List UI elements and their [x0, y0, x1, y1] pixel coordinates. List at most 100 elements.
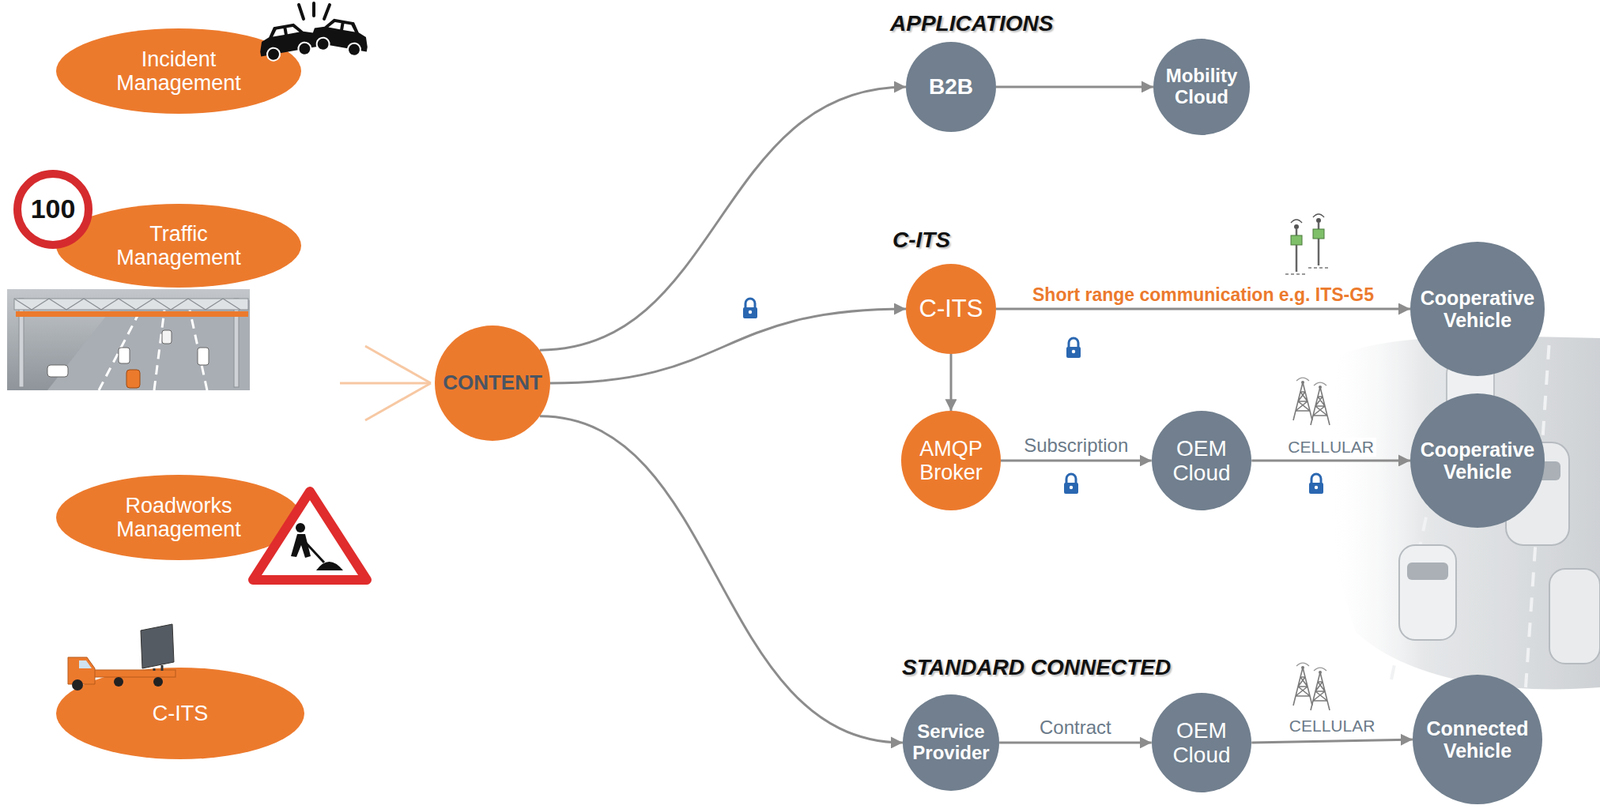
speed-sign — [17, 173, 89, 246]
roadworks-sign — [252, 491, 367, 581]
circle-node: AMQP Broker — [901, 411, 1000, 510]
node-label: CONTENT — [442, 371, 543, 395]
cellular-towers — [1293, 663, 1313, 706]
edge-label: Contract — [1037, 716, 1114, 740]
circle-node: Connected Vehicle — [1412, 675, 1543, 805]
highway-gantry-photo — [14, 298, 249, 310]
edge-label: Short range communication e.g. ITS-G5 — [1030, 284, 1377, 306]
node-label: Service Provider — [910, 721, 993, 765]
section-heading: C-ITS — [892, 227, 951, 253]
connector — [539, 416, 903, 744]
circle-node: Cooperative Vehicle — [1410, 393, 1545, 529]
c-its-trailer-icon — [79, 660, 92, 669]
crash-icon — [309, 15, 371, 58]
section-heading: STANDARD CONNECTED — [901, 655, 1171, 681]
ellipse-node: Traffic Management — [56, 203, 302, 288]
circle-node: OEM Cloud — [1151, 693, 1253, 794]
roadworks-sign — [290, 534, 311, 559]
ellipse-node: C-ITS — [56, 667, 305, 760]
its-g5-antennas — [1313, 229, 1325, 239]
highway-gantry-photo — [7, 289, 250, 391]
speed-sign — [17, 173, 89, 246]
ellipse-node: Incident Management — [56, 28, 302, 114]
input-arrow — [365, 383, 431, 421]
roadworks-sign — [316, 562, 344, 571]
c-its-trailer-icon — [154, 665, 163, 672]
connector — [1251, 459, 1411, 462]
edge-label: Subscription — [1021, 434, 1131, 457]
roadworks-sign — [252, 491, 367, 581]
circle-node: B2B — [905, 41, 997, 133]
node-label: Traffic Management — [91, 222, 266, 270]
lock-icons — [1066, 338, 1081, 359]
highway-gantry-photo — [126, 369, 140, 389]
cellular-towers — [1293, 377, 1330, 711]
section-heading: APPLICATIONS — [890, 11, 1053, 37]
lock-icons — [743, 298, 758, 319]
connector — [999, 741, 1152, 744]
c-its-trailer-icon — [113, 677, 124, 687]
edge-label: CELLULAR — [1285, 437, 1377, 457]
node-label: C-ITS — [152, 701, 209, 726]
connector — [949, 354, 952, 412]
its-g5-antennas — [1285, 267, 1329, 275]
node-label: Cooperative Vehicle — [1417, 286, 1539, 332]
circle-node: C-ITS — [905, 264, 997, 355]
traffic-photo — [1328, 336, 1600, 691]
its-g5-antennas — [1294, 224, 1299, 230]
c-its-trailer-icon — [153, 677, 163, 687]
edge-label: CELLULAR — [1286, 716, 1378, 736]
node-label: Incident Management — [91, 47, 266, 95]
c-its-trailer-icon — [67, 624, 176, 691]
circle-node: Cooperative Vehicle — [1410, 241, 1545, 377]
ellipse-node: Roadworks Management — [56, 475, 302, 561]
roadworks-sign — [303, 540, 325, 563]
speed-limit-number: 100 — [30, 193, 76, 225]
traffic-photo — [1549, 569, 1600, 665]
lock-icons — [1064, 474, 1079, 495]
crash-icon — [256, 3, 371, 63]
its-g5-antennas — [1290, 219, 1302, 223]
highway-gantry-photo — [197, 347, 209, 366]
node-label: AMQP Broker — [910, 437, 993, 485]
circle-node: Mobility Cloud — [1153, 38, 1250, 136]
highway-gantry-photo — [15, 311, 249, 317]
traffic-photo — [1399, 545, 1457, 641]
cellular-towers — [1293, 377, 1313, 421]
cellular-towers — [1310, 382, 1330, 426]
crash-icon — [298, 3, 330, 19]
traffic-photo — [1407, 562, 1449, 581]
highway-gantry-photo — [7, 289, 250, 391]
node-label: Cooperative Vehicle — [1417, 438, 1539, 484]
connector — [550, 309, 906, 384]
highway-gantry-photo — [162, 330, 172, 344]
circle-node: Service Provider — [902, 694, 1000, 792]
node-label: B2B — [928, 74, 974, 99]
cellular-towers — [1310, 667, 1330, 711]
its-g5-antennas — [1313, 214, 1325, 218]
node-label: Connected Vehicle — [1418, 717, 1536, 763]
connector — [1000, 459, 1152, 462]
input-arrow — [339, 382, 429, 385]
its-g5-antennas — [1290, 235, 1302, 246]
traffic-photo — [1328, 336, 1600, 691]
highway-gantry-photo — [47, 365, 68, 378]
lock-icons — [1309, 474, 1324, 495]
its-g5-antennas — [1285, 214, 1329, 275]
circle-node: OEM Cloud — [1151, 411, 1253, 512]
c-its-trailer-icon — [140, 624, 174, 669]
connector — [996, 308, 1411, 311]
connector — [1251, 739, 1413, 744]
node-label: OEM Cloud — [1161, 718, 1243, 769]
its-g5-antennas — [1316, 218, 1321, 223]
input-arrow — [339, 346, 431, 421]
circle-node: CONTENT — [434, 325, 551, 442]
crash-icon — [256, 19, 318, 63]
c-its-trailer-icon — [93, 670, 176, 678]
input-arrow — [365, 346, 431, 384]
highway-gantry-photo — [118, 347, 130, 364]
connector — [996, 85, 1154, 88]
c-its-trailer-icon — [71, 679, 84, 691]
highway-gantry-photo — [98, 309, 208, 391]
